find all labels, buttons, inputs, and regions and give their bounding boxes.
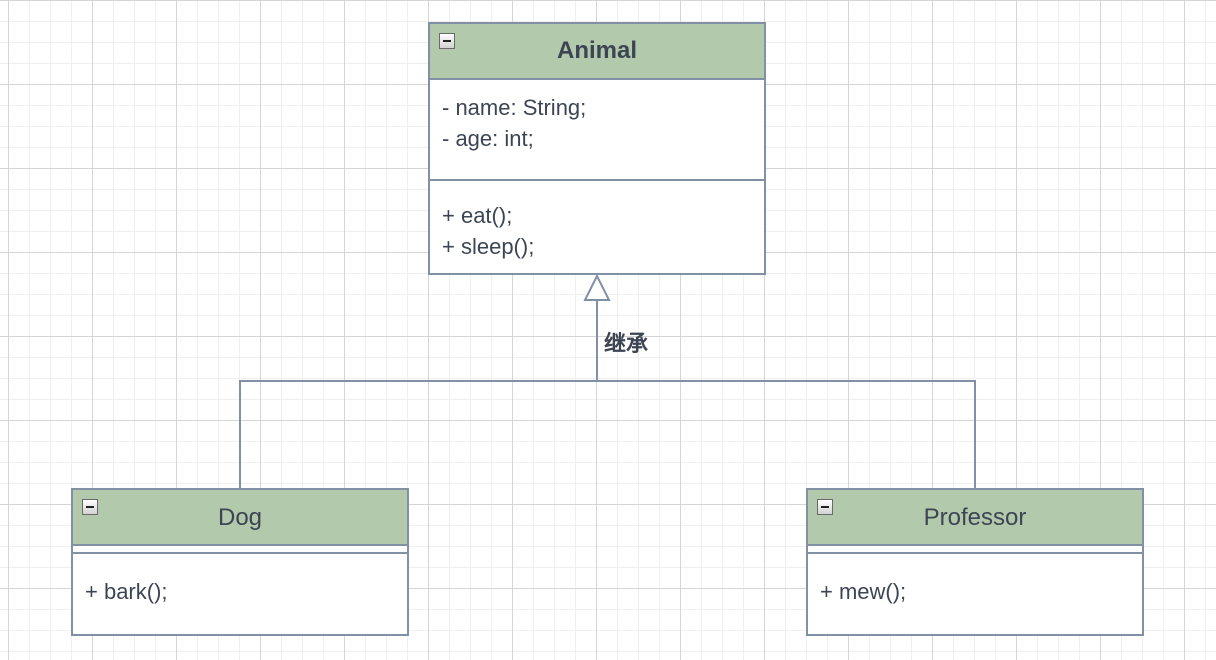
- class-name: Professor: [923, 504, 1027, 531]
- collapse-icon[interactable]: [817, 499, 833, 515]
- attributes-section: - name: String; - age: int;: [430, 80, 764, 179]
- section-divider: [430, 179, 764, 181]
- attribute-item: - name: String;: [442, 95, 587, 120]
- method-item: + mew();: [820, 579, 907, 604]
- collapse-icon[interactable]: [439, 33, 455, 49]
- class-professor-header[interactable]: Professor: [808, 490, 1142, 546]
- inheritance-line-to-professor[interactable]: [597, 380, 976, 489]
- section-divider: [808, 552, 1142, 554]
- attribute-item: - age: int;: [442, 126, 534, 151]
- method-item: + eat();: [442, 203, 513, 228]
- method-item: + sleep();: [442, 234, 535, 259]
- methods-section: + bark();: [73, 554, 407, 607]
- class-name: Animal: [556, 37, 637, 64]
- class-dog-header[interactable]: Dog: [73, 490, 407, 546]
- methods-section: + mew();: [808, 554, 1142, 607]
- methods-section: + eat(); + sleep();: [430, 181, 764, 262]
- class-name: Dog: [217, 504, 263, 531]
- inheritance-arrowhead: [583, 273, 611, 301]
- inheritance-label[interactable]: 继承: [604, 332, 649, 357]
- class-animal-header[interactable]: Animal: [430, 24, 764, 80]
- method-item: + bark();: [85, 579, 168, 604]
- class-professor[interactable]: Professor + mew();: [806, 488, 1144, 636]
- inheritance-line-to-dog[interactable]: [239, 380, 597, 489]
- collapse-icon[interactable]: [82, 499, 98, 515]
- class-dog[interactable]: Dog + bark();: [71, 488, 409, 636]
- class-animal[interactable]: Animal - name: String; - age: int; + eat…: [428, 22, 766, 275]
- section-divider: [73, 552, 407, 554]
